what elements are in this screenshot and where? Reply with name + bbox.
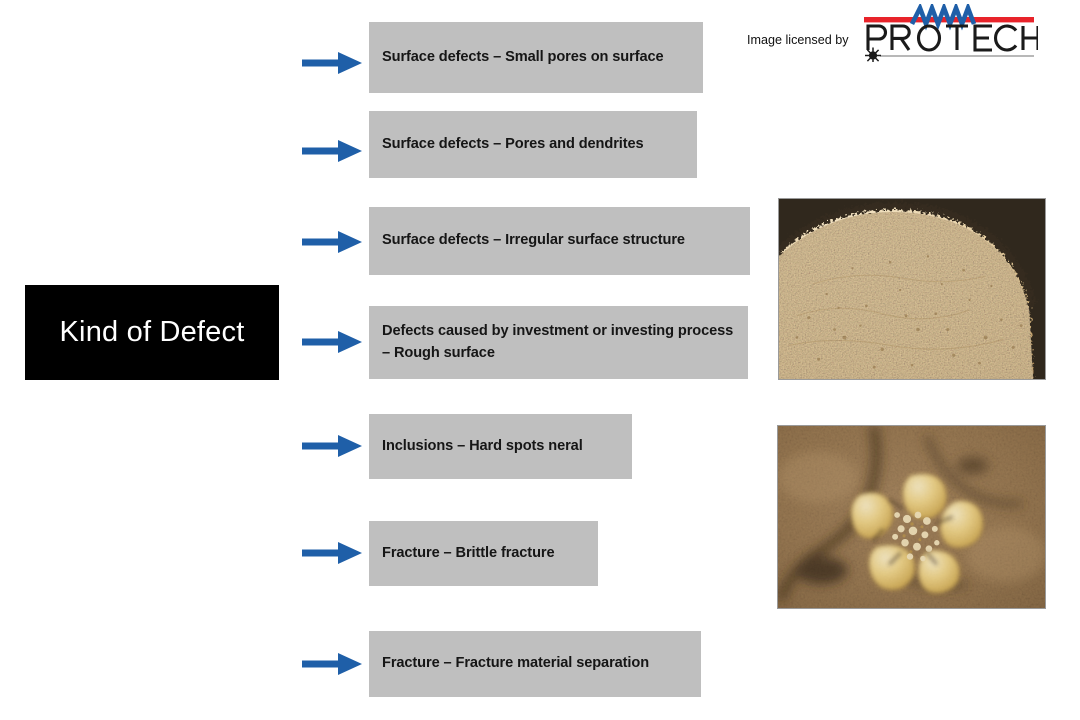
- defect-label: Surface defects – Small pores on surface: [382, 48, 664, 65]
- defect-label: Surface defects – Pores and dendrites: [382, 135, 644, 152]
- defect-box-fracture-brittle[interactable]: Fracture – Brittle fracture: [369, 521, 598, 586]
- defect-box-surface-irregular-structure[interactable]: Surface defects – Irregular surface stru…: [369, 207, 750, 275]
- arrow-icon-branch-5: [302, 431, 364, 461]
- defect-label: Surface defects – Irregular surface stru…: [382, 232, 685, 249]
- defect-box-inclusions-hard-spots[interactable]: Inclusions – Hard spots neral: [369, 414, 632, 479]
- laser-burst-icon: [865, 47, 881, 62]
- defect-label: Inclusions – Hard spots neral: [382, 437, 583, 454]
- arrow-icon-branch-3: [302, 227, 364, 257]
- defect-box-investment-rough-surface[interactable]: Defects caused by investment or investin…: [369, 306, 748, 379]
- defect-label: Fracture – Fracture material separation: [382, 655, 650, 672]
- rough-surface-photo: [778, 198, 1046, 380]
- protech-logo: [860, 4, 1038, 62]
- defect-box-surface-pores-dendrites[interactable]: Surface defects – Pores and dendrites: [369, 111, 697, 178]
- defect-label: Fracture – Brittle fracture: [382, 544, 555, 561]
- arrow-icon-branch-1: [302, 48, 364, 78]
- root-node-kind-of-defect: Kind of Defect: [25, 285, 279, 380]
- defect-label: Defects caused by investment or investin…: [382, 323, 734, 361]
- arrow-icon-branch-7: [302, 649, 364, 679]
- arrow-icon-branch-6: [302, 538, 364, 568]
- arrow-icon-branch-2: [302, 136, 364, 166]
- hard-spot-inclusion-photo: [777, 425, 1046, 609]
- image-credit-text: Image licensed by: [747, 33, 849, 47]
- defect-box-fracture-material-separation[interactable]: Fracture – Fracture material separation: [369, 631, 701, 697]
- page-title: Kind of Defect: [59, 316, 245, 348]
- arrow-icon-branch-4: [302, 327, 364, 357]
- defect-box-surface-small-pores[interactable]: Surface defects – Small pores on surface: [369, 22, 703, 93]
